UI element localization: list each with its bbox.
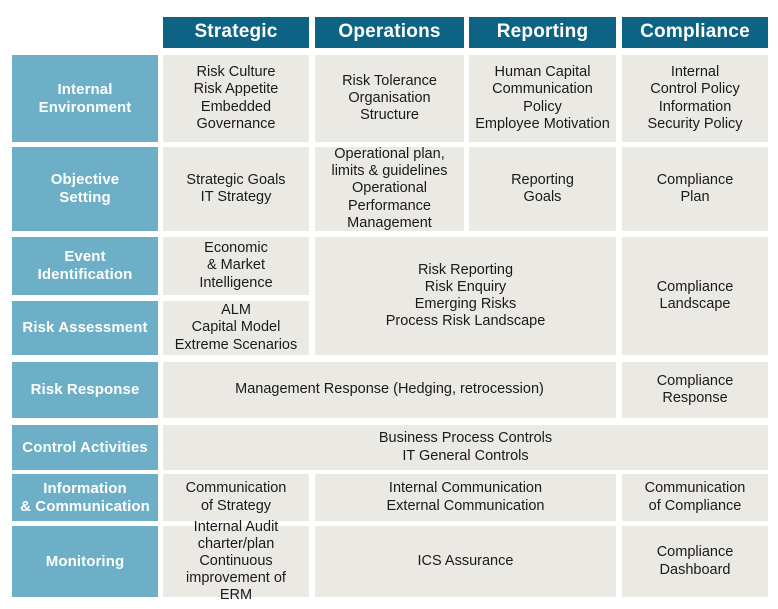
row-header-risk-response: Risk Response (12, 362, 158, 418)
row-header-internal-environment-label: Internal Environment (38, 80, 132, 116)
cell-event-identification-strategic: Economic & Market Intelligence (163, 237, 309, 295)
cell-objective-setting-strategic: Strategic Goals IT Strategy (163, 147, 309, 231)
cell-objective-setting-operations: Operational plan, limits & guidelines Op… (315, 146, 464, 231)
row-header-monitoring-label: Monitoring (45, 552, 125, 570)
column-header-reporting-label: Reporting (496, 21, 589, 43)
row-header-risk-response-label: Risk Response (30, 381, 140, 399)
column-header-operations: Operations (315, 17, 464, 48)
row-header-risk-assessment-label: Risk Assessment (22, 319, 148, 337)
row-header-event-identification-label: Event Identification (37, 248, 133, 283)
row-header-information-communication: Information & Communication (12, 474, 158, 521)
cell-information-communication-strategic: Communication of Strategy (163, 474, 309, 521)
cell-monitoring-compliance: Compliance Dashboard (622, 526, 768, 597)
column-header-strategic-label: Strategic (194, 21, 278, 43)
cell-internal-environment-strategic: Risk Culture Risk Appetite Embedded Gove… (163, 55, 309, 142)
row-header-control-activities: Control Activities (12, 425, 158, 470)
cell-monitoring-merged: ICS Assurance (315, 526, 616, 597)
cell-information-communication-compliance: Communication of Compliance (622, 474, 768, 521)
cell-event-identification-compliance-merged: Compliance Landscape (622, 237, 768, 355)
cell-internal-environment-reporting: Human Capital Communication Policy Emplo… (469, 55, 616, 142)
column-header-compliance-label: Compliance (640, 21, 750, 43)
row-header-monitoring: Monitoring (12, 526, 158, 597)
row-header-information-communication-label: Information & Communication (20, 479, 150, 515)
row-header-risk-assessment: Risk Assessment (12, 301, 158, 355)
cell-internal-environment-operations: Risk Tolerance Organisation Structure (315, 55, 464, 142)
cell-internal-environment-compliance: Internal Control Policy Information Secu… (622, 55, 768, 142)
cell-objective-setting-compliance: Compliance Plan (622, 147, 768, 231)
cell-control-activities-merged: Business Process Controls IT General Con… (163, 425, 768, 470)
column-header-operations-label: Operations (338, 21, 441, 43)
column-header-compliance: Compliance (622, 17, 768, 48)
row-header-control-activities-label: Control Activities (22, 438, 148, 456)
cell-risk-assessment-strategic: ALM Capital Model Extreme Scenarios (163, 301, 309, 355)
cell-event-risk-operations-reporting-merged: Risk Reporting Risk Enquiry Emerging Ris… (315, 237, 616, 355)
cell-information-communication-merged: Internal Communication External Communic… (315, 474, 616, 521)
row-header-event-identification: Event Identification (12, 237, 158, 295)
column-header-strategic: Strategic (163, 17, 309, 48)
row-header-objective-setting-label: Objective Setting (50, 171, 120, 206)
cell-objective-setting-reporting: Reporting Goals (469, 147, 616, 231)
cell-risk-response-merged: Management Response (Hedging, retrocessi… (163, 362, 616, 418)
row-header-internal-environment: Internal Environment (12, 55, 158, 142)
cell-monitoring-strategic: Internal Audit charter/plan Continuous i… (163, 519, 309, 603)
cell-risk-response-compliance: Compliance Response (622, 362, 768, 418)
column-header-reporting: Reporting (469, 17, 616, 48)
row-header-objective-setting: Objective Setting (12, 147, 158, 231)
